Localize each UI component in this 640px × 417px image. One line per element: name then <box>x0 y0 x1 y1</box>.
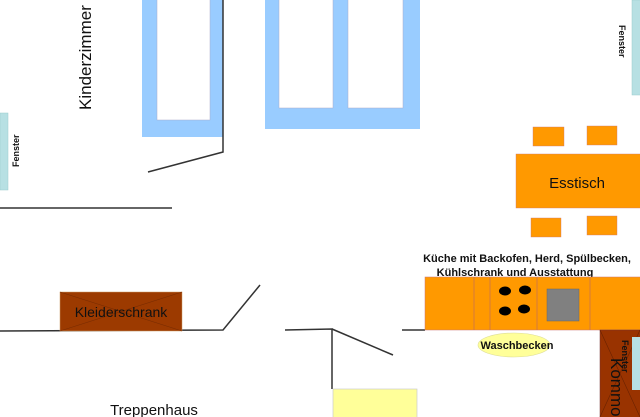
window-bottom-right-label: Fenster <box>620 340 630 373</box>
door <box>331 328 394 356</box>
walls <box>0 0 425 389</box>
kleiderschrank: Kleiderschrank <box>59 291 183 332</box>
chair <box>586 125 618 146</box>
yellow-cabinet <box>332 388 418 417</box>
window-left-label: Fenster <box>11 134 21 167</box>
kitchen-counter <box>424 276 640 331</box>
window-top-right <box>631 0 640 96</box>
dining-table <box>515 153 640 209</box>
window-bottom-right <box>632 337 640 390</box>
bed-double <box>265 0 420 129</box>
chair <box>530 217 562 238</box>
stove-burners-icon <box>499 285 531 316</box>
kinderzimmer-door <box>147 0 224 173</box>
dining-table-label: Esstisch <box>549 175 605 192</box>
kommode-label: Kommo <box>607 358 626 417</box>
kitchen-label-line2: Kühlschrank und Ausstattung <box>437 267 594 279</box>
chair <box>586 215 618 236</box>
window-top-right-label: Fenster <box>617 25 627 58</box>
dining-set: Esstisch <box>515 125 640 238</box>
sink-icon <box>546 288 580 322</box>
waschbecken-label: Waschbecken <box>481 340 554 352</box>
room-label-kinderzimmer: Kinderzimmer <box>76 5 95 110</box>
kommode: Kommo Fenster <box>599 329 640 417</box>
room-label-treppenhaus: Treppenhaus <box>110 402 198 417</box>
kitchen-label-line1: Küche mit Backofen, Herd, Spülbecken, <box>423 253 631 265</box>
kleiderschrank-label: Kleiderschrank <box>75 304 169 320</box>
chair <box>532 126 565 147</box>
bed-single <box>142 0 223 137</box>
window-left <box>0 112 9 191</box>
waschbecken <box>477 332 551 358</box>
